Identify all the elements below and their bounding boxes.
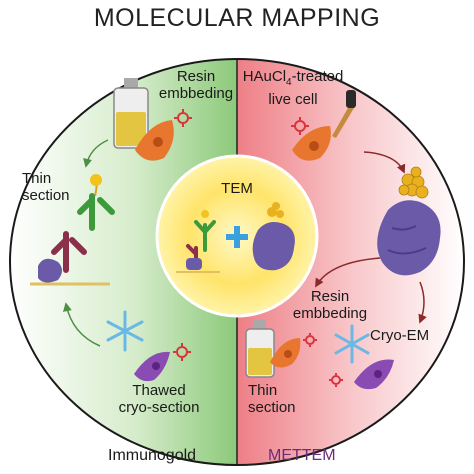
orange-cell-icon-right	[292, 126, 331, 161]
resin-bottle-icon-right	[245, 320, 275, 378]
orange-cell-icon-right-bottom	[270, 338, 301, 368]
haucl-line2: live cell	[268, 91, 318, 108]
thin-section-label-left: Thin section	[22, 170, 70, 204]
thin-section-label-right: Thin section	[248, 382, 296, 416]
immunogold-footer-label: Immunogold	[108, 447, 197, 464]
resin-label-line2: embbeding	[158, 85, 234, 102]
thawed-cryo-section-label: Thawed cryo-section	[104, 382, 214, 416]
resin-bottle-icon	[113, 78, 149, 149]
thin-right-line2: section	[248, 399, 296, 416]
protein-structure-icon	[377, 200, 441, 276]
haucl-line1: HAuCl4-treated	[238, 68, 348, 91]
arrow-dropper-to-gold	[363, 151, 406, 174]
virus-icon-left-bottom	[173, 343, 191, 361]
resin-embedding-label-right: Resin embbeding	[290, 288, 370, 322]
snowflake-icon-right	[334, 324, 370, 364]
tem-label: TEM	[221, 180, 253, 197]
haucl-treated-label: HAuCl4-treated live cell	[238, 68, 348, 108]
tem-antibody-icon	[176, 210, 220, 273]
gold-cluster-icon	[398, 166, 429, 199]
plus-icon	[226, 226, 248, 248]
dropper-icon	[332, 90, 356, 138]
virus-icon-right-bottom	[303, 333, 317, 347]
virus-icon-left	[174, 109, 192, 127]
page-title: MOLECULAR MAPPING	[93, 4, 381, 32]
thawed-label-line2: cryo-section	[118, 399, 200, 416]
virus-icon-right	[291, 117, 309, 135]
thin-right-line1: Thin	[248, 382, 278, 399]
resin-embedding-label-left: Resin embbeding	[156, 68, 236, 102]
haucl-treated-suffix: -treated	[291, 68, 344, 85]
mettem-footer-label: METTEM	[268, 447, 336, 464]
arrow-protein-to-cryo	[418, 281, 427, 324]
purple-cell-icon-right	[354, 359, 394, 390]
arrow-cryo-to-section	[63, 302, 101, 347]
arrow-protein-to-resin	[315, 257, 381, 288]
resin-right-line2: embbeding	[292, 305, 368, 322]
haucl-formula: HAuCl	[242, 68, 287, 85]
arrow-resin-to-section	[83, 139, 109, 168]
outer-circle	[9, 58, 465, 466]
haucl-subscript: 4	[286, 77, 292, 88]
cryo-em-label: Cryo-EM	[370, 327, 430, 344]
thin-label-line2: section	[22, 187, 70, 204]
snowflake-icon-left	[106, 310, 144, 352]
tem-protein-icon	[252, 202, 295, 271]
thin-label-line1: Thin	[22, 170, 52, 187]
orange-cell-icon-left	[135, 120, 174, 161]
virus-icon-right-cryo	[329, 373, 343, 387]
resin-right-line1: Resin	[310, 288, 350, 305]
antibody-complex-icon	[30, 174, 115, 286]
resin-label-line1: Resin	[176, 68, 216, 85]
purple-cell-icon-left	[134, 351, 170, 382]
thawed-label-line1: Thawed	[132, 382, 186, 399]
